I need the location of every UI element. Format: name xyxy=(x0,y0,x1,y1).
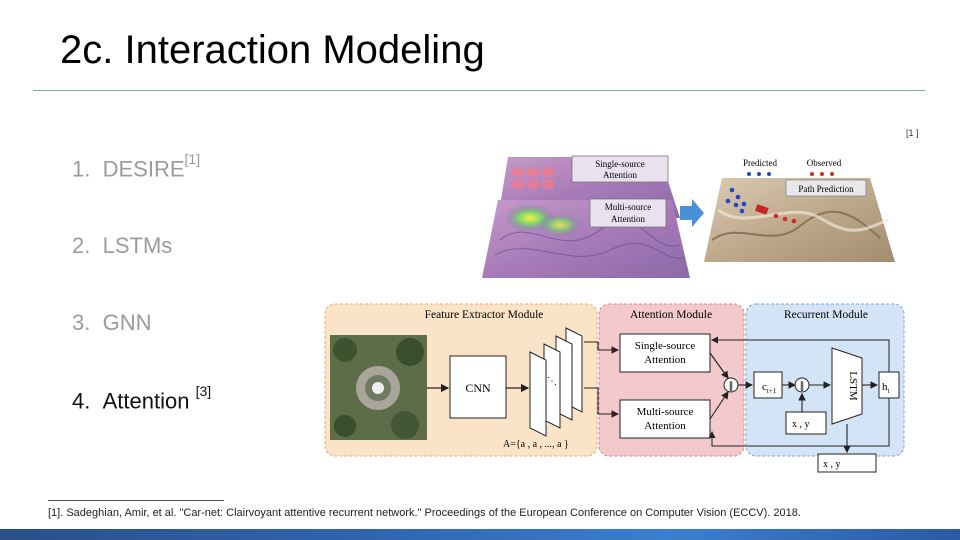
attention-module-title: Attention Module xyxy=(630,309,712,321)
footnote-citation: [1]. Sadeghian, Amir, et al. "Car-net: C… xyxy=(48,507,801,519)
svg-text:Single-source: Single-source xyxy=(635,340,696,352)
feature-module-title: Feature Extractor Module xyxy=(425,309,544,321)
svg-text:⋱: ⋱ xyxy=(547,376,557,387)
svg-text:Multi-source: Multi-source xyxy=(637,406,694,418)
aerial-scene-image xyxy=(330,335,427,440)
svg-text:LSTM: LSTM xyxy=(847,371,859,401)
svg-text:x , y: x , y xyxy=(823,459,841,470)
svg-text:∥: ∥ xyxy=(800,381,805,392)
feature-set-label: A={a , a , ..., a } xyxy=(503,439,569,450)
svg-text:x , y: x , y xyxy=(792,419,810,430)
svg-text:Attention: Attention xyxy=(644,354,686,366)
footnote-divider xyxy=(48,500,224,501)
recurrent-module-title: Recurrent Module xyxy=(784,309,868,321)
svg-text:Attention: Attention xyxy=(644,420,686,432)
cnn-label: CNN xyxy=(465,381,491,395)
svg-text:∥: ∥ xyxy=(729,381,734,392)
slide-footer-bar xyxy=(0,529,960,540)
